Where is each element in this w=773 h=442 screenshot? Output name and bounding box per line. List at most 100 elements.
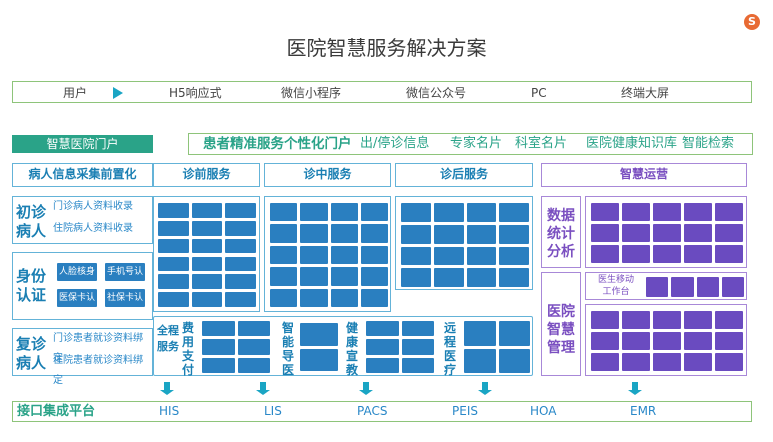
- identity-item: 人脸核身: [57, 263, 97, 281]
- module-tile: [466, 268, 497, 287]
- channel-official-account: 微信公众号: [406, 86, 467, 100]
- portal-main-label: 患者精准服务个性化门户: [203, 136, 352, 152]
- arrow-down-icon: [359, 382, 373, 395]
- module-tile: [158, 220, 189, 236]
- module-tile: [622, 353, 650, 371]
- system-emr: EMR: [630, 404, 657, 418]
- module-tile: [622, 224, 650, 242]
- system-hoa: HOA: [530, 404, 557, 418]
- module-tile: [433, 246, 464, 266]
- module-tile: [498, 321, 530, 346]
- revisit-item: 门诊患者就诊资料绑定: [53, 333, 143, 364]
- channel-h5: H5响应式: [169, 86, 222, 100]
- module-tile: [360, 245, 388, 265]
- module-tile: [433, 268, 464, 287]
- module-tile: [225, 220, 256, 236]
- module-tile: [191, 256, 223, 272]
- module-tile: [360, 224, 388, 243]
- system-his: HIS: [159, 404, 180, 418]
- interface-platform-label: 接口集成平台: [17, 404, 96, 419]
- identity-title: 身份 认证: [16, 267, 47, 304]
- smart-ops-header: 智慧运营: [619, 167, 668, 181]
- interface-platform-row: 接口集成平台 HIS LIS PACS PEIS HOA EMR: [12, 401, 752, 422]
- users-label: 用户: [63, 86, 88, 100]
- module-tile: [499, 246, 529, 266]
- post-service-tiles-box: [395, 196, 533, 290]
- module-tile: [300, 267, 328, 286]
- data-analysis-title-box: 数据 统计 分析: [541, 196, 581, 268]
- portal-item: 科室名片: [515, 136, 568, 151]
- process-segment: 健康宣教: [345, 321, 358, 377]
- module-tile: [401, 268, 431, 287]
- module-tile: [270, 288, 298, 307]
- initial-visit-title: 初诊 病人: [16, 203, 47, 240]
- module-tile: [330, 203, 358, 222]
- identity-item: 医保卡认证: [57, 289, 97, 321]
- smart-ops-header-box: 智慧运营: [541, 163, 747, 187]
- module-tile: [191, 274, 223, 290]
- arrow-down-icon: [478, 382, 492, 395]
- mid-service-header: 诊中服务: [303, 167, 352, 181]
- hospital-mgmt-title-box: 医院 智慧 管理: [541, 272, 581, 376]
- process-segment: 费用支付: [181, 321, 194, 377]
- module-tile: [622, 203, 650, 221]
- module-tile: [653, 224, 681, 242]
- module-tile: [202, 357, 235, 373]
- pre-service-header-box: 诊前服务: [153, 163, 260, 187]
- module-tile: [300, 224, 328, 243]
- identity-box: 身份 认证 人脸核身 手机号认证 医保卡认证 社保卡认证: [12, 252, 153, 321]
- module-tile: [366, 321, 399, 337]
- module-tile: [202, 321, 235, 337]
- module-tile: [591, 353, 619, 371]
- module-tile: [684, 245, 712, 263]
- arrow-down-icon: [628, 382, 642, 395]
- identity-item: 手机号认证: [105, 263, 145, 295]
- system-pacs: PACS: [357, 404, 388, 418]
- patient-info-header-box: 病人信息采集前置化: [12, 163, 153, 187]
- module-tile: [401, 224, 431, 244]
- whole-process-label: 全程 服务: [157, 324, 179, 353]
- whole-process-box: 全程 服务 费用支付 智能导医 健康宣教 远程医疗: [153, 316, 533, 377]
- module-tile: [622, 311, 650, 329]
- module-tile: [191, 238, 223, 254]
- module-tile: [191, 292, 223, 307]
- module-tile: [202, 339, 235, 355]
- module-tile: [591, 245, 619, 263]
- channel-pc: PC: [531, 86, 547, 100]
- module-tile: [591, 203, 619, 221]
- module-tile: [464, 348, 496, 373]
- portal-row: 患者精准服务个性化门户 出/停诊信息 专家名片 科室名片 医院健康知识库 智能检…: [188, 133, 753, 155]
- module-tile: [653, 332, 681, 350]
- page-title: 医院智慧服务解决方案: [286, 36, 487, 60]
- module-tile: [300, 348, 338, 371]
- revisit-box: 复诊 病人 门诊患者就诊资料绑定 住院患者就诊资料绑定: [12, 328, 153, 386]
- module-tile: [715, 332, 743, 350]
- module-tile: [715, 224, 743, 242]
- arrow-down-icon: [160, 382, 174, 395]
- arrow-right-icon: [113, 87, 123, 99]
- module-tile: [158, 238, 189, 254]
- module-tile: [401, 339, 434, 355]
- module-tile: [270, 245, 298, 265]
- pre-service-header: 诊前服务: [182, 167, 231, 181]
- module-tile: [401, 246, 431, 266]
- module-tile: [715, 353, 743, 371]
- module-tile: [401, 357, 434, 373]
- module-tile: [653, 353, 681, 371]
- module-tile: [622, 332, 650, 350]
- module-tile: [401, 321, 434, 337]
- module-tile: [646, 277, 669, 297]
- process-segment: 远程医疗: [443, 321, 456, 377]
- module-tile: [330, 288, 358, 307]
- system-peis: PEIS: [452, 404, 478, 418]
- revisit-item: 住院患者就诊资料绑定: [53, 355, 143, 386]
- module-tile: [191, 203, 223, 218]
- module-tile: [466, 246, 497, 266]
- portal-item: 出/停诊信息: [360, 136, 430, 151]
- identity-item: 社保卡认证: [105, 289, 145, 321]
- mobile-office-label: 医生移动 工作台: [597, 275, 634, 297]
- module-tile: [684, 224, 712, 242]
- module-tile: [225, 292, 256, 307]
- module-tile: [721, 277, 744, 297]
- module-tile: [191, 220, 223, 236]
